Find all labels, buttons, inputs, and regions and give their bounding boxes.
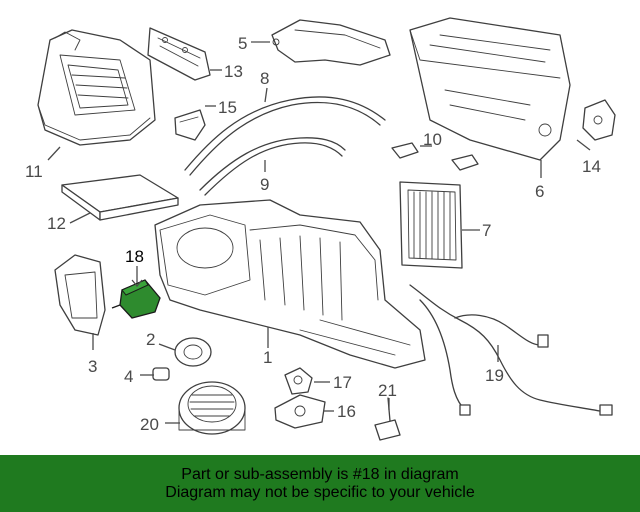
part-15-clip bbox=[174, 109, 206, 141]
part-1-case bbox=[154, 199, 426, 369]
part-2-wheel bbox=[174, 337, 212, 367]
part-5-duct bbox=[271, 19, 391, 66]
callout-12: 12 bbox=[47, 214, 66, 233]
part-14-actuator bbox=[582, 99, 616, 141]
part-17-actuator bbox=[284, 367, 313, 395]
callout-3: 3 bbox=[88, 357, 97, 376]
callout-9: 9 bbox=[260, 175, 269, 194]
callout-11: 11 bbox=[25, 162, 43, 181]
part-3-piece bbox=[54, 254, 106, 336]
part-10-clips bbox=[391, 142, 479, 171]
callout-18: 18 bbox=[125, 247, 144, 266]
parts-diagram: 5 13 15 8 9 10 14 6 7 11 12 18 3 2 4 1 1… bbox=[25, 17, 616, 441]
callout-15: 15 bbox=[218, 98, 237, 117]
callout-20: 20 bbox=[140, 415, 159, 434]
callout-2: 2 bbox=[146, 330, 155, 349]
part-18-highlighted bbox=[111, 279, 161, 319]
callout-10: 10 bbox=[423, 130, 442, 149]
leader-lines bbox=[47, 41, 591, 424]
part-11-housing bbox=[37, 29, 156, 146]
part-20-blower bbox=[178, 381, 246, 435]
part-19-harness bbox=[409, 284, 613, 416]
callout-6: 6 bbox=[535, 182, 544, 201]
callout-17: 17 bbox=[333, 373, 352, 392]
callout-21: 21 bbox=[378, 381, 397, 400]
callout-8: 8 bbox=[260, 69, 269, 88]
part-12-filter bbox=[61, 174, 179, 221]
callout-1: 1 bbox=[263, 348, 272, 367]
banner-line-part-number: Part or sub-assembly is #18 in diagram bbox=[181, 465, 459, 483]
part-21-sensor bbox=[374, 397, 401, 441]
part-7-heater-core bbox=[399, 181, 463, 269]
part-16-actuator bbox=[274, 394, 326, 429]
exploded-view-drawing: 5 13 15 8 9 10 14 6 7 11 12 18 3 2 4 1 1… bbox=[25, 17, 616, 441]
info-banner: Part or sub-assembly is #18 in diagram D… bbox=[0, 455, 640, 512]
part-8-9-hoses bbox=[184, 96, 386, 196]
part-6-module bbox=[409, 17, 571, 161]
part-13-bracket bbox=[147, 27, 211, 81]
callout-19: 19 bbox=[485, 366, 504, 385]
callout-4: 4 bbox=[124, 367, 133, 386]
part-4-plug bbox=[152, 367, 170, 381]
callout-13: 13 bbox=[224, 62, 243, 81]
banner-line-disclaimer: Diagram may not be specific to your vehi… bbox=[165, 483, 475, 501]
callout-14: 14 bbox=[582, 157, 601, 176]
callout-16: 16 bbox=[337, 402, 356, 421]
callout-7: 7 bbox=[482, 221, 491, 240]
callout-5: 5 bbox=[238, 34, 247, 53]
